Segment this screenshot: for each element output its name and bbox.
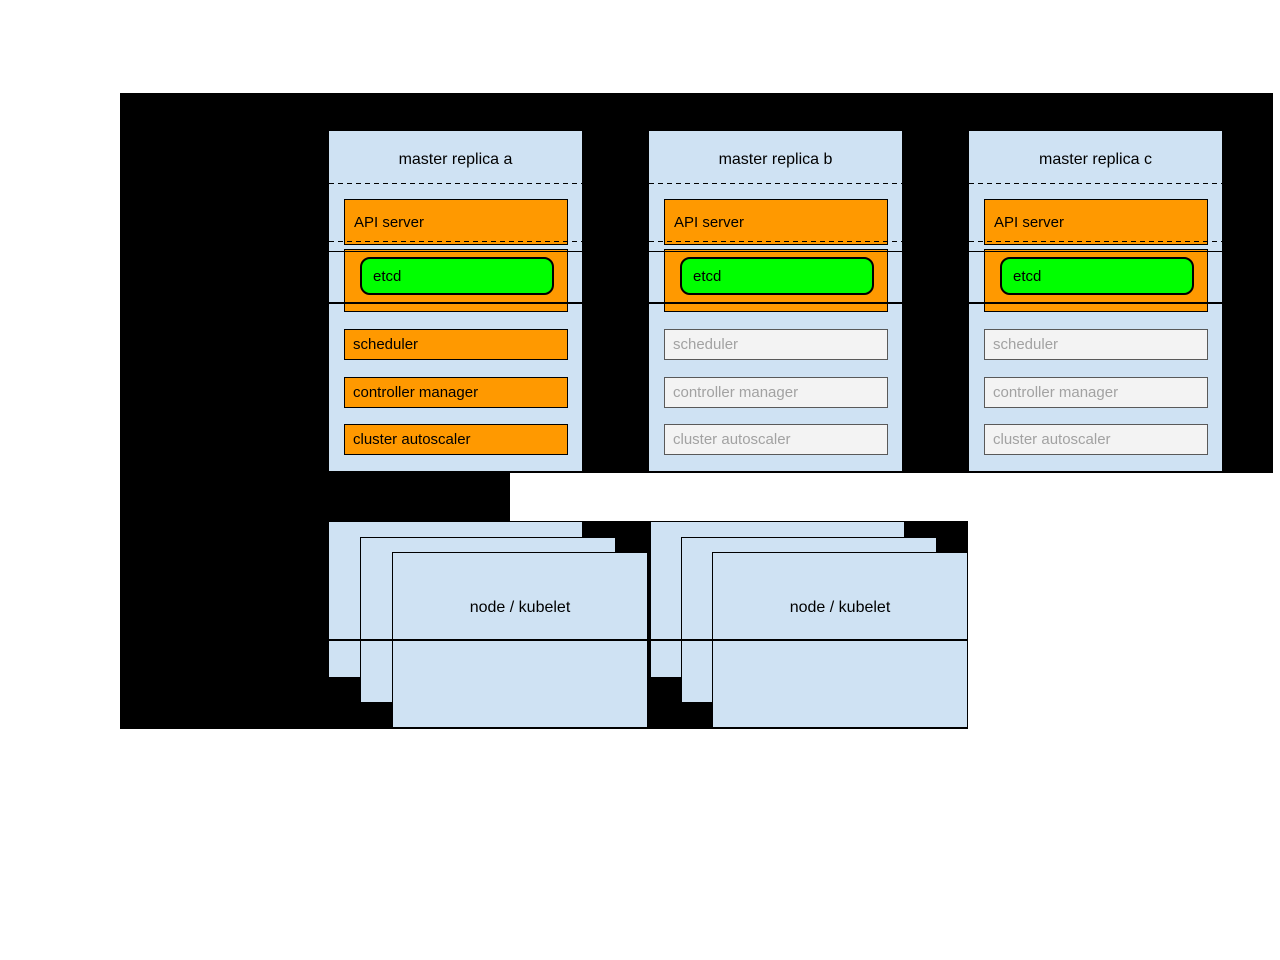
api-server-box: API server xyxy=(664,199,888,245)
cluster-autoscaler-box: cluster autoscaler xyxy=(344,424,568,455)
cluster-autoscaler-label: cluster autoscaler xyxy=(353,431,471,448)
solid-connector-line xyxy=(649,251,902,252)
controller-manager-box: controller manager xyxy=(984,377,1208,408)
scheduler-label: scheduler xyxy=(993,336,1059,353)
solid-connector-line xyxy=(969,251,1222,252)
controller-manager-label: controller manager xyxy=(353,384,479,401)
dashed-separator-line xyxy=(329,183,582,184)
etcd-box: etcd xyxy=(1000,257,1194,295)
dashed-separator-line xyxy=(969,241,1222,242)
cluster-autoscaler-box: cluster autoscaler xyxy=(984,424,1208,455)
etcd-label: etcd xyxy=(373,267,402,285)
node-kubelet-label: node / kubelet xyxy=(789,599,891,616)
replica-title: master replica a xyxy=(398,151,513,168)
scheduler-box: scheduler xyxy=(664,329,888,360)
api-server-box: API server xyxy=(984,199,1208,245)
master-replica-b-box: master replica b API server etcd schedul… xyxy=(648,130,903,472)
scheduler-label: scheduler xyxy=(673,336,739,353)
node-divider-line xyxy=(328,639,648,641)
master-replica-a-box: master replica a API server etcd schedul… xyxy=(328,130,583,472)
solid-connector-line xyxy=(329,302,582,304)
scheduler-box: scheduler xyxy=(344,329,568,360)
solid-connector-line xyxy=(649,302,902,304)
scheduler-label: scheduler xyxy=(353,336,419,353)
replica-title: master replica b xyxy=(718,151,833,168)
cluster-autoscaler-label: cluster autoscaler xyxy=(993,431,1111,448)
api-server-label: API server xyxy=(354,213,425,231)
api-server-box: API server xyxy=(344,199,568,245)
etcd-box: etcd xyxy=(360,257,554,295)
solid-connector-line xyxy=(969,302,1222,304)
node-kubelet-label: node / kubelet xyxy=(469,599,571,616)
cluster-autoscaler-box: cluster autoscaler xyxy=(664,424,888,455)
etcd-box: etcd xyxy=(680,257,874,295)
controller-manager-box: controller manager xyxy=(344,377,568,408)
dashed-separator-line xyxy=(649,183,902,184)
scheduler-box: scheduler xyxy=(984,329,1208,360)
controller-manager-label: controller manager xyxy=(993,384,1119,401)
api-server-label: API server xyxy=(674,213,745,231)
dashed-separator-line xyxy=(329,241,582,242)
dashed-separator-line xyxy=(969,183,1222,184)
cluster-autoscaler-label: cluster autoscaler xyxy=(673,431,791,448)
etcd-label: etcd xyxy=(693,267,722,285)
node-stack-1: node / kubelet xyxy=(328,521,648,729)
etcd-label: etcd xyxy=(1013,267,1042,285)
replica-title: master replica c xyxy=(1039,151,1152,168)
dashed-separator-line xyxy=(649,241,902,242)
controller-manager-label: controller manager xyxy=(673,384,799,401)
solid-connector-line xyxy=(329,251,582,252)
master-replica-c-box: master replica c API server etcd schedul… xyxy=(968,130,1223,472)
node-divider-line xyxy=(650,639,968,641)
api-server-label: API server xyxy=(994,213,1065,231)
black-background-middle-left xyxy=(120,473,510,521)
node-stack-2: node / kubelet xyxy=(650,521,968,729)
controller-manager-box: controller manager xyxy=(664,377,888,408)
